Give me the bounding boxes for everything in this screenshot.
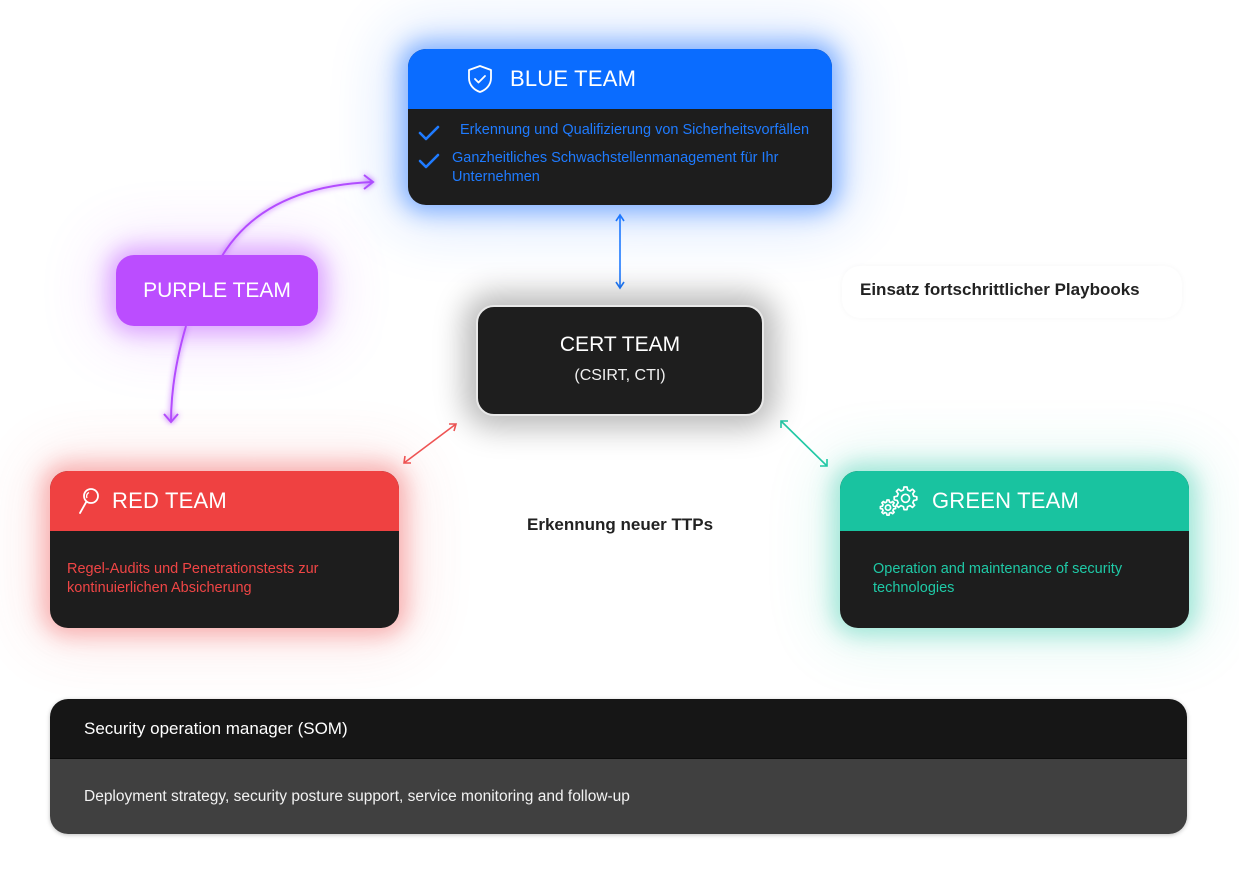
magnifier-icon [79,488,99,514]
purple-team-box: PURPLE TEAM [116,255,318,326]
purple-team-title: PURPLE TEAM [143,278,291,302]
blue-team-item-text: Erkennung und Qualifizierung von Sicherh… [460,122,810,138]
arrow-purple-to-blue [221,174,375,257]
red-team-card: RED TEAM Regel-Audits und Penetrationste… [50,471,399,628]
blue-team-item: Ganzheitliches Schwachstellenmanagement … [418,149,822,187]
blue-team-item-text: Ganzheitliches Schwachstellenmanagement … [452,150,779,185]
blue-team-body: Erkennung und Qualifizierung von Sicherh… [408,109,832,187]
arrow-red-cert [403,423,458,464]
arrow-green-cert [780,420,828,467]
green-team-card: GREEN TEAM Operation and maintenance of … [840,471,1189,628]
blue-team-card: BLUE TEAM Erkennung und Qualifizierung v… [408,49,832,205]
shield-check-icon [468,65,492,93]
som-body: Deployment strategy, security posture su… [50,759,1187,834]
gears-icon [879,486,918,517]
arrow-purple-to-red [163,325,187,424]
checkmark-icon [418,153,440,169]
ttps-label: Erkennung neuer TTPs [527,515,714,534]
green-team-title: GREEN TEAM [932,488,1080,513]
cert-team-title: CERT TEAM [559,333,681,356]
som-description: Deployment strategy, security posture su… [84,787,630,805]
green-team-header: GREEN TEAM [840,471,1189,531]
som-header: Security operation manager (SOM) [50,699,1187,759]
cert-team-box: CERT TEAM (CSIRT, CTI) [476,305,764,416]
playbooks-label-background [842,266,1182,318]
arrow-blue-cert [615,213,625,290]
checkmark-icon [418,125,440,141]
cert-team-subtitle: (CSIRT, CTI) [574,367,666,384]
red-team-title: RED TEAM [112,488,227,513]
red-team-header: RED TEAM [50,471,399,531]
blue-team-item: Erkennung und Qualifizierung von Sicherh… [418,121,822,141]
som-title: Security operation manager (SOM) [84,718,348,738]
red-team-description: Regel-Audits und Penetrationstests zur k… [67,561,319,596]
som-panel: Security operation manager (SOM) Deploym… [50,699,1187,834]
blue-team-header: BLUE TEAM [408,49,832,109]
green-team-description: Operation and maintenance of security te… [873,561,1123,596]
playbooks-label: Einsatz fortschrittlicher Playbooks [860,280,1140,299]
blue-team-title: BLUE TEAM [510,66,637,91]
